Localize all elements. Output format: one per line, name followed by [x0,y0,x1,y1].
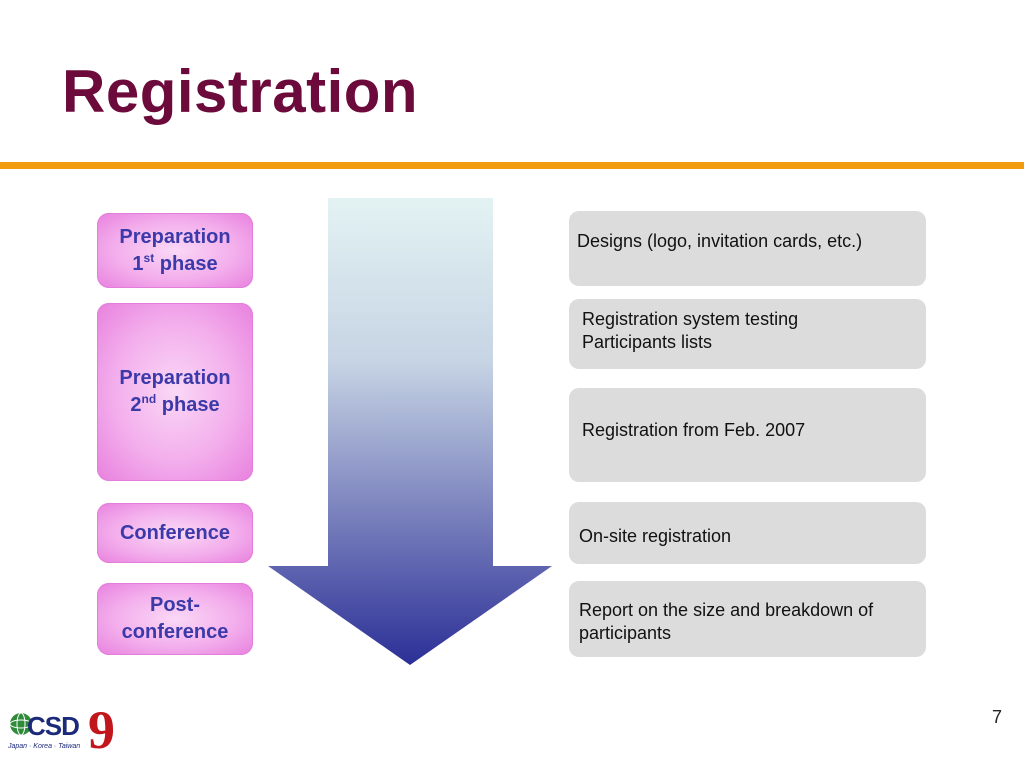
phase-label: Conference [119,521,231,544]
globe-icon [10,713,32,735]
phase-ordinal: 2 [130,394,142,416]
phase-label: Preparation [119,225,231,248]
note-line: Designs (logo, invitation cards, etc.) [577,231,863,251]
note-report: Report on the size and breakdown of part… [569,581,926,657]
phase-conference: Conference [97,503,253,563]
note-line: Participants lists [582,332,713,352]
title-divider [0,162,1024,169]
logo-brand: CSD [27,711,79,741]
phase-ordinal: 1 [132,252,144,275]
note-line: Registration from Feb. 2007 [582,420,806,440]
note-line: Report on the size and breakdown of [579,600,874,620]
logo-tagline: Japan · Korea · Taiwan [7,743,80,750]
phase-label-line2: conference [121,621,229,643]
slide-title: Registration [62,58,419,125]
phase-label-rest: phase [154,252,218,275]
page-number: 7 [992,707,1003,727]
phase-label: Post- [150,594,200,616]
note-line: On-site registration [579,526,732,546]
phase-label-rest: phase [156,394,220,416]
phase-label: Preparation [119,367,231,389]
note-registration-from: Registration from Feb. 2007 [569,388,926,482]
timeline-arrow-shape [268,198,552,665]
logo-number: 9 [88,700,115,756]
note-system-testing: Registration system testing Participants… [569,299,926,369]
note-on-site: On-site registration [569,502,926,564]
phase-ordinal-suffix: st [143,250,155,265]
phase-preparation-2: Preparation 2nd phase [97,303,253,481]
phase-preparation-1: Preparation 1st phase [97,213,253,288]
note-designs: Designs (logo, invitation cards, etc.) [569,211,926,286]
phase-ordinal-suffix: nd [141,392,157,406]
timeline-arrow [268,198,552,665]
note-line: participants [579,623,672,643]
note-line: Registration system testing [582,309,799,329]
csd9-logo: CSD 9 Japan · Korea · Taiwan [7,700,115,756]
phase-post-conference: Post- conference [97,583,253,655]
